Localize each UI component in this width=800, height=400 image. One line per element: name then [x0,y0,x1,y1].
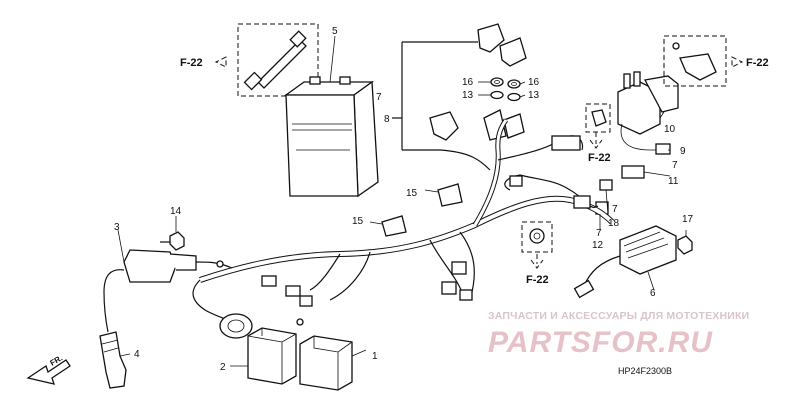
nut-16-right [507,79,521,89]
callout-3: 3 [114,222,120,233]
callout-18: 18 [608,218,620,229]
callout-9: 9 [680,146,686,157]
connector-a [261,275,277,287]
callout-7-clip: 7 [612,204,618,215]
battery [283,76,379,198]
harness-band-15-lower [381,215,407,237]
watermark-brand: PARTSFOR.RU [488,326,713,359]
connector-f [459,289,473,301]
callout-13-right: 13 [528,90,540,101]
battery-terminal-right [339,76,351,85]
nut-16-left [490,77,504,87]
connector-c [299,295,313,307]
bracket-callout-7 [401,41,478,151]
connector-b [285,285,301,297]
connector-g [509,175,523,187]
connector-clip-7 [599,179,613,191]
connector-h [551,135,581,151]
arrow-left-icon [214,56,227,68]
arrow-down-icon [589,132,603,149]
callout-labels: 1 2 3 4 5 6 7 7 7 7 8 9 10 11 12 13 13 1… [114,26,694,373]
frame-ref-top-right: F-22 [731,56,769,69]
callout-16-right: 16 [528,77,540,88]
callout-4: 4 [134,349,140,360]
strap-hook-bottom [243,71,263,91]
svg-text:F-22: F-22 [180,57,203,69]
cdi-rubber-cover [299,335,353,391]
regulator-rectifier [573,225,677,299]
washer-13-right [507,92,521,102]
connector-e [441,281,457,295]
connector-d [451,261,467,275]
frame-ref-top-left: F-22 [180,56,227,69]
front-direction-indicator: FR. [26,353,71,385]
battery-strap [257,39,307,89]
callout-7-lower: 7 [596,228,602,239]
relay-connector-9 [655,143,671,155]
arrow-right-icon [731,56,744,68]
watermark-caption: ЗАПЧАСТИ И АКСЕССУАРЫ ДЛЯ МОТОТЕХНИКИ [488,310,749,322]
frame-ref-bottom: F-22 [526,274,549,286]
spark-plug-cap [99,331,127,389]
callout-5: 5 [332,26,338,37]
rubber-cap-upper [477,23,505,53]
arrow-down-bottom-icon [530,254,544,269]
rubber-cap-lower [499,37,527,67]
starter-relay [617,71,679,135]
leader-lines [117,35,687,367]
callout-7-bracket: 7 [376,92,382,103]
harness-band-15-upper [437,183,463,207]
cdi-unit [247,327,297,385]
callout-2: 2 [220,362,226,373]
ignition-coil [103,249,233,333]
callout-1: 1 [372,351,378,362]
battery-terminal-left [309,76,321,85]
callout-7-right: 7 [672,160,678,171]
callout-16-left: 16 [462,77,474,88]
bracket-screw [672,42,680,50]
callout-17: 17 [682,214,694,225]
connector-11 [621,165,645,179]
callout-6: 6 [650,288,656,299]
diagram-code: HP24F2300B [618,366,672,376]
harness-connector-cap [219,313,253,339]
bolt-17 [677,235,693,255]
battery-strap-group [237,23,319,97]
callout-13-left: 13 [462,90,474,101]
cable-clamp-8 [429,111,459,141]
callout-15-upper: 15 [406,188,418,199]
callout-11: 11 [668,176,679,187]
connector-i [573,195,591,209]
washer-13-left [490,90,504,100]
callout-10: 10 [664,124,676,135]
callout-8: 8 [384,114,390,125]
terminal-cover-right [503,113,525,139]
dashed-frame-bracket [663,35,727,87]
dashed-frame-mid [585,103,611,133]
callout-15-lower: 15 [352,216,364,227]
strap-hook-top [289,30,307,48]
relay-bracket [679,53,717,81]
svg-text:F-22: F-22 [746,57,769,69]
ring-terminal [296,318,304,326]
bolt-14 [160,231,185,251]
frame-ref-mid: F-22 [588,152,611,164]
dashed-frame-bottom [521,221,553,253]
callout-14: 14 [170,206,182,217]
callout-12: 12 [592,240,604,251]
